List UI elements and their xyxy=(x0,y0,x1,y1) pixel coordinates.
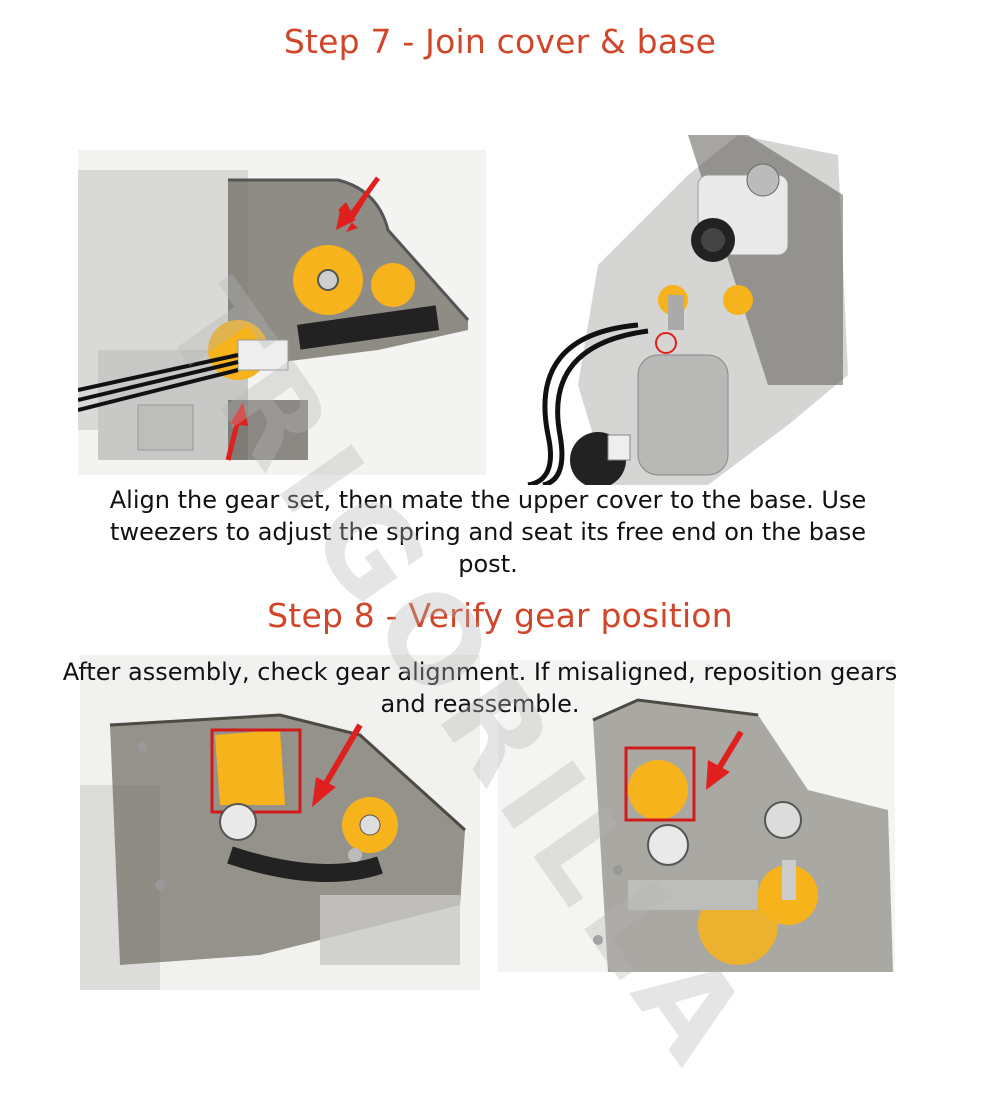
step8-photo-left-illustration xyxy=(80,713,467,990)
step7-photo-top-view xyxy=(488,135,893,485)
step8-photo-right-illustration xyxy=(592,698,893,972)
step7-caption: Align the gear set, then mate the upper … xyxy=(109,486,867,578)
step7-photo-top-view-illustration xyxy=(527,135,848,485)
step7-photo-side-view xyxy=(78,150,486,475)
step7-photo-side-view-illustration xyxy=(78,170,470,461)
step8-photo-left xyxy=(80,655,480,990)
step8-photo-right xyxy=(498,660,895,972)
step8-heading: Step 8 - Verify gear position xyxy=(267,596,733,635)
step8-caption: After assembly, check gear alignment. If… xyxy=(62,658,898,718)
step7-heading: Step 7 - Join cover & base xyxy=(283,22,717,61)
